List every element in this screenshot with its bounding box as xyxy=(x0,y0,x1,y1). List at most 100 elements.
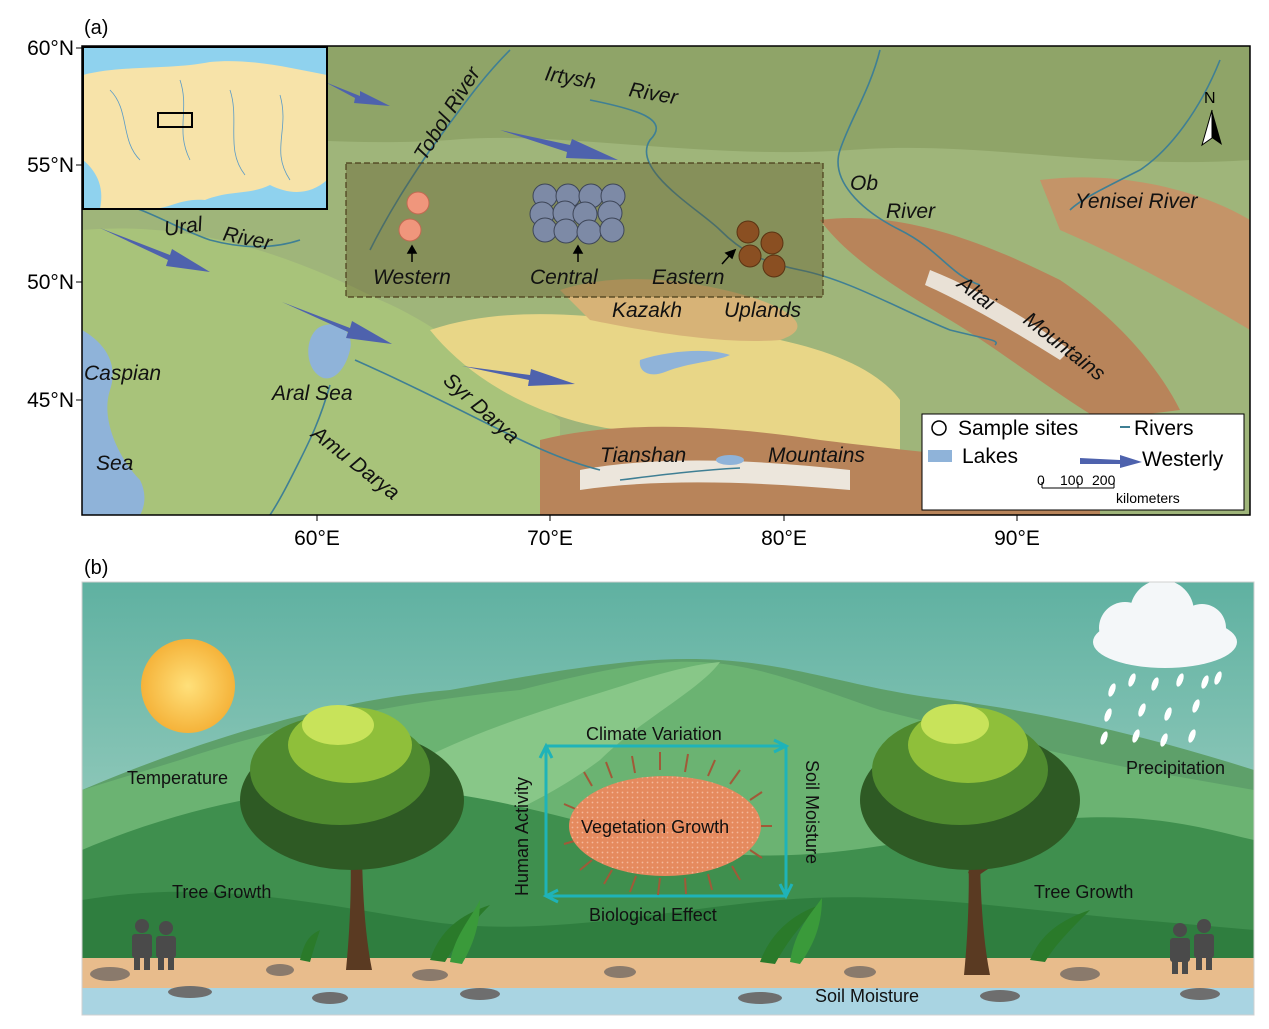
label-ob-2: River xyxy=(886,200,936,223)
map-panel: Tobol River Irtysh River Ob River Yenise… xyxy=(82,46,1250,515)
westerly-arrows xyxy=(100,82,618,386)
stones xyxy=(90,964,1220,1004)
legend-westerly-symbol xyxy=(1080,455,1142,468)
label-vegetation-growth: Vegetation Growth xyxy=(581,817,729,837)
label-soil-moisture-side: Soil Moisture xyxy=(802,760,822,864)
label-caspian-1: Caspian xyxy=(84,362,161,385)
lon-tick: 90°E xyxy=(994,527,1040,550)
lat-tick: 60°N xyxy=(27,37,74,60)
sun-icon xyxy=(141,639,235,733)
lon-tick: 60°E xyxy=(294,527,340,550)
legend-sample-sites: Sample sites xyxy=(958,417,1078,440)
amu-darya-river xyxy=(269,384,331,515)
ob-river xyxy=(837,49,981,286)
sample-sites-central xyxy=(529,183,626,245)
yenisei-river xyxy=(1069,59,1221,211)
map-legend: Sample sites Rivers Lakes Westerly 0 100… xyxy=(921,413,1245,511)
tobol-river xyxy=(369,49,511,251)
label-yenisei: Yenisei River xyxy=(1075,190,1199,213)
scale-0: 0 xyxy=(1037,472,1045,488)
tianshan-river xyxy=(619,467,741,481)
label-soil-moisture-bottom: Soil Moisture xyxy=(815,986,919,1006)
lat-tick-labels: 60°N 55°N 50°N 45°N xyxy=(27,37,74,412)
legend-lakes: Lakes xyxy=(962,445,1018,468)
people-icon-left xyxy=(132,919,176,970)
label-aral: Aral Sea xyxy=(270,382,353,405)
sample-sites-western xyxy=(398,191,430,242)
scale-200: 200 xyxy=(1092,472,1116,488)
kazakh-uplands-terrain xyxy=(560,279,798,341)
tree-left-icon xyxy=(240,705,464,970)
label-tree-growth-right: Tree Growth xyxy=(1034,882,1133,902)
panel-a-label: (a) xyxy=(84,17,108,39)
sample-site xyxy=(738,244,762,268)
label-western: Western xyxy=(373,266,451,289)
sample-site xyxy=(760,231,784,255)
westerly-arrow xyxy=(282,302,392,344)
inset-map xyxy=(82,46,328,210)
altai-snow xyxy=(925,270,1070,360)
ural-river xyxy=(109,199,301,248)
sample-sites-eastern xyxy=(736,220,786,278)
sample-site xyxy=(576,219,602,245)
lat-tick: 55°N xyxy=(27,154,74,177)
westerly-arrow xyxy=(100,228,210,272)
label-temperature: Temperature xyxy=(127,768,228,788)
label-precipitation: Precipitation xyxy=(1126,758,1225,778)
westerly-arrow xyxy=(462,366,575,386)
people-icon-right xyxy=(1170,919,1214,974)
westerly-arrow xyxy=(325,82,390,106)
label-biological-effect: Biological Effect xyxy=(589,905,717,925)
label-mountains: Mountains xyxy=(768,444,865,467)
westerly-arrow xyxy=(500,130,618,160)
label-eastern: Eastern xyxy=(652,266,724,289)
issyk-kul-lake xyxy=(716,455,744,465)
label-kazakh: Kazakh xyxy=(612,299,682,322)
north-arrow: N xyxy=(1201,90,1222,147)
lat-tick: 50°N xyxy=(27,271,74,294)
label-uplands: Uplands xyxy=(724,299,802,322)
label-climate-variation: Climate Variation xyxy=(586,724,722,744)
illustration-panel: Temperature Precipitation Tree Growth Tr… xyxy=(82,582,1254,1015)
caspian-sea xyxy=(82,330,145,515)
lon-tick-labels: 60°E 70°E 80°E 90°E xyxy=(294,527,1040,550)
lat-axis xyxy=(76,47,82,401)
sample-site xyxy=(762,254,786,278)
legend-sample-sites-symbol xyxy=(931,420,947,436)
sample-site xyxy=(532,217,558,243)
cycle-arrows xyxy=(538,738,794,904)
map-frame xyxy=(81,45,1251,516)
vegetation-growth-node xyxy=(563,752,772,896)
label-tianshan: Tianshan xyxy=(600,444,686,467)
grass-tufts xyxy=(300,898,1090,964)
tianshan-snow xyxy=(580,460,850,490)
illustration-labels: Temperature Precipitation Tree Growth Tr… xyxy=(127,724,1225,1006)
sample-site xyxy=(599,217,625,243)
sample-site xyxy=(553,218,579,244)
balkhash-lake xyxy=(639,350,730,375)
tree-right-icon xyxy=(860,704,1080,975)
label-ural-1: Ural xyxy=(162,213,205,241)
rain-cloud-icon xyxy=(1093,582,1237,747)
site-pointers xyxy=(406,244,737,265)
lon-tick: 70°E xyxy=(527,527,573,550)
aral-sea xyxy=(308,324,351,379)
sample-site xyxy=(736,220,760,244)
syr-darya-river xyxy=(354,359,601,471)
label-ob-1: Ob xyxy=(850,172,878,195)
inset-extent-box xyxy=(157,112,193,128)
lat-tick: 45°N xyxy=(27,389,74,412)
scale-bar xyxy=(1041,482,1115,489)
lon-axis xyxy=(316,515,1018,521)
scale-unit: kilometers xyxy=(1116,490,1180,506)
legend-rivers: Rivers xyxy=(1134,417,1194,440)
legend-westerly: Westerly xyxy=(1142,448,1224,471)
label-tree-growth-left: Tree Growth xyxy=(172,882,271,902)
eastern-highlands xyxy=(1040,177,1250,330)
illustration-frame xyxy=(81,581,1255,1016)
rivers xyxy=(109,49,1221,515)
sample-site xyxy=(398,218,422,242)
water-strip xyxy=(82,988,1254,1015)
northern-lowland xyxy=(82,46,1250,163)
